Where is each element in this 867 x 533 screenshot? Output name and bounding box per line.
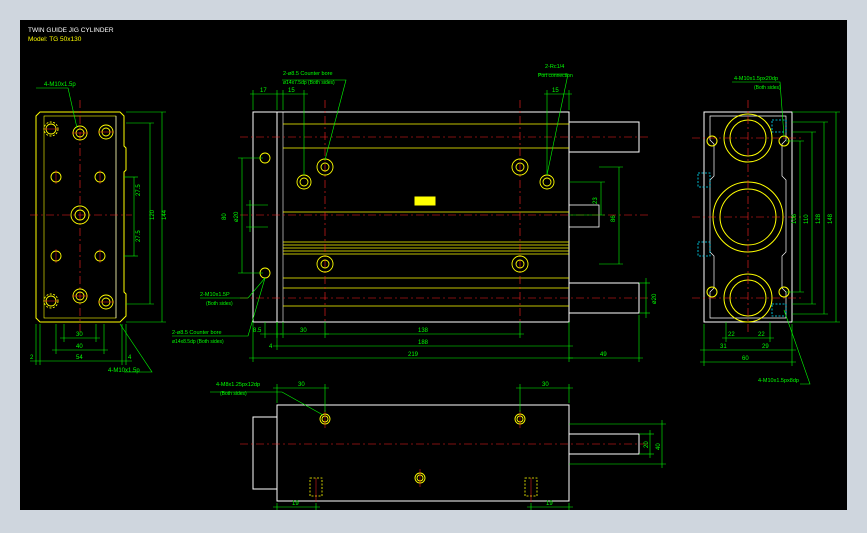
end-callout-top1: 4-M10x1.5px20dp — [734, 76, 778, 82]
side-dim-h3: 120 — [150, 209, 156, 220]
end-dim-60: 60 — [742, 356, 749, 362]
front-dim-17: 17 — [260, 88, 267, 94]
front-callout-a1: 2-ø8.5 Counter bore — [283, 71, 333, 77]
drawing-canvas: TWIN GUIDE JIG CYLINDER Model: TG 50x130 — [28, 27, 840, 510]
top-rod — [568, 433, 640, 455]
end-dim-148: 148 — [828, 213, 834, 224]
end-view: 4-M10x1.5px20dp (Both sides) 4-M10x1.5px… — [692, 76, 840, 385]
front-callout-c1: 2-M10x1.5P — [200, 292, 230, 298]
top-view: 4-M8x1.25px12dp (Both sides) 30 30 20 40… — [210, 382, 666, 510]
side-body-outline — [35, 111, 127, 323]
front-view: 2-ø8.5 Counter bore ø14x7.5dp (Both side… — [172, 64, 658, 362]
top-dim-19a: 19 — [292, 501, 299, 507]
top-dim-20: 20 — [644, 441, 650, 448]
front-dim-80: 80 — [222, 213, 228, 220]
side-dim-h1: 27.5 — [136, 184, 142, 196]
front-dim-138: 138 — [418, 328, 429, 334]
top-dim-19b: 19 — [546, 501, 553, 507]
top-callout2: (Both sides) — [220, 391, 247, 397]
side-callout-top: 4-M10x1.5p — [44, 82, 76, 88]
front-callout-a2: ø14x7.5dp (Both sides) — [283, 80, 335, 86]
top-end-plate — [252, 416, 278, 490]
top-callout1: 4-M8x1.25px12dp — [216, 382, 260, 388]
side-dim-w2: 40 — [76, 344, 83, 350]
side-dim-w1: 30 — [76, 332, 83, 338]
end-dim-110: 110 — [804, 214, 810, 224]
side-dim-w3: 54 — [76, 355, 83, 361]
front-dim-49: 49 — [600, 352, 607, 358]
front-dim-15a: 15 — [288, 88, 295, 94]
side-view: 4-M10x1.5p 4-M10x1.5p 27.5 27.5 120 144 … — [30, 82, 168, 374]
front-dim-20b: ø20 — [652, 293, 658, 304]
end-dim-31: 31 — [720, 344, 727, 350]
end-dim-29: 29 — [762, 344, 769, 350]
front-callout-b1: 2-Rc1/4 — [545, 64, 564, 70]
front-dim-30: 30 — [300, 328, 307, 334]
side-dim-left: 2 — [30, 355, 34, 361]
front-dim-4: 4 — [269, 344, 273, 350]
end-dim-22a: 22 — [728, 332, 735, 338]
front-rod-bottom — [568, 282, 640, 314]
front-dim-188: 188 — [418, 340, 429, 346]
side-dim-right: 4 — [128, 355, 132, 361]
front-dim-15b: 15 — [552, 88, 559, 94]
front-dim-86: 86 — [611, 215, 617, 222]
cad-viewport[interactable]: TWIN GUIDE JIG CYLINDER Model: TG 50x130 — [20, 20, 847, 510]
end-dim-128: 128 — [816, 213, 822, 224]
top-dim-30b: 30 — [542, 382, 549, 388]
end-callout-top2: (Both sides) — [754, 85, 781, 91]
front-nameplate — [414, 196, 436, 206]
front-rod-top — [568, 121, 640, 153]
front-callout-c2: (Both sides) — [206, 301, 233, 307]
side-dim-h2: 27.5 — [136, 230, 142, 242]
drawing-title: TWIN GUIDE JIG CYLINDER — [28, 27, 114, 34]
drawing-model: Model: TG 50x130 — [28, 36, 82, 43]
end-dim-22b: 22 — [758, 332, 765, 338]
side-dim-h4: 144 — [162, 209, 168, 220]
side-callout-bottom: 4-M10x1.5p — [108, 368, 140, 374]
front-dim-85: 8.5 — [253, 328, 262, 334]
front-callout-d2: ø14x8.5dp (Both sides) — [172, 339, 224, 345]
front-callout-d1: 2-ø8.5 Counter bore — [172, 330, 222, 336]
front-dim-219: 219 — [408, 352, 419, 358]
top-dim-30a: 30 — [298, 382, 305, 388]
front-main-body — [276, 111, 570, 323]
end-dim-106: 106 — [792, 213, 798, 224]
front-callout-b2: Port connection — [538, 73, 573, 79]
end-callout-bottom: 4-M10x1.5px8dp — [758, 378, 799, 384]
front-end-plate — [252, 111, 278, 323]
front-dim-23: 23 — [593, 197, 599, 204]
front-dim-20: ø20 — [234, 211, 240, 222]
top-dim-40: 40 — [656, 443, 662, 450]
